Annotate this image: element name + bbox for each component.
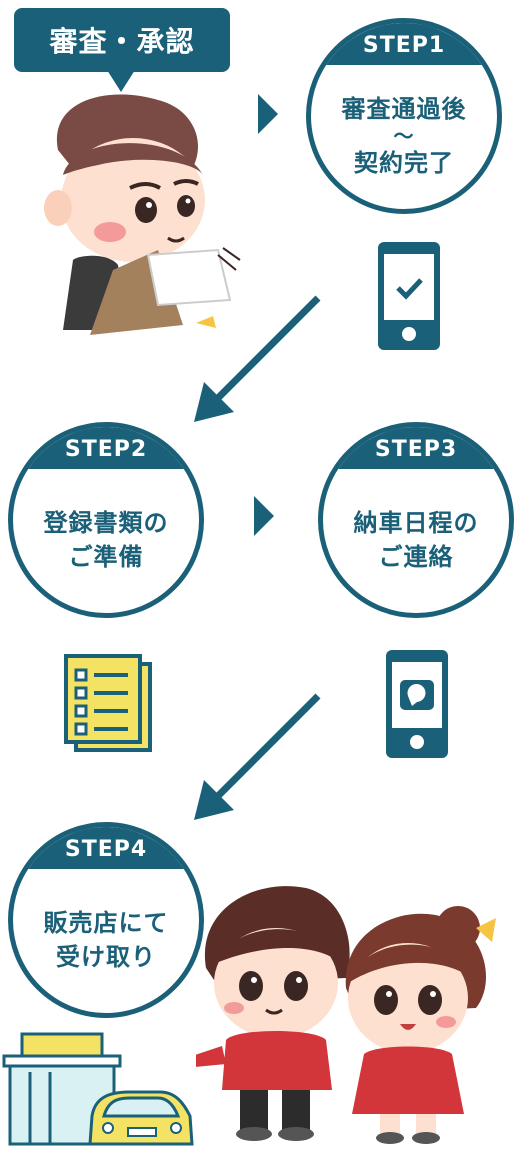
step-3-text: 納車日程の ご連絡 xyxy=(323,475,509,605)
phone-check-icon xyxy=(378,242,440,350)
dealership-car-illustration xyxy=(2,1032,194,1146)
step-1-line2: 契約完了 xyxy=(354,149,454,177)
step-3-tab: STEP3 xyxy=(323,427,509,469)
step-2-line1: 登録書類の xyxy=(43,509,169,537)
step-3-circle: STEP3 納車日程の ご連絡 xyxy=(318,422,514,618)
couple-illustration xyxy=(196,886,496,1144)
step-2-text: 登録書類の ご準備 xyxy=(13,475,199,605)
step-2-circle: STEP2 登録書類の ご準備 xyxy=(8,422,204,618)
diagonal-arrow-icon xyxy=(194,693,321,820)
approval-label: 審査・承認 xyxy=(49,25,195,58)
triangle-arrow-icon xyxy=(258,94,278,134)
step-4-text: 販売店にて 受け取り xyxy=(13,875,199,1005)
businessman-illustration xyxy=(44,94,241,335)
approval-bubble: 審査・承認 xyxy=(14,8,230,72)
document-list-icon xyxy=(64,654,152,752)
diagonal-arrow-icon xyxy=(194,295,321,422)
step-4-line1: 販売店にて xyxy=(43,909,169,937)
step-4-tab: STEP4 xyxy=(13,827,199,869)
step-2-tab: STEP2 xyxy=(13,427,199,469)
triangle-arrow-icon xyxy=(254,496,274,536)
phone-chat-icon xyxy=(386,650,448,758)
step-2-line2: ご準備 xyxy=(68,543,144,571)
step-1-text: 審査通過後 〜 契約完了 xyxy=(311,71,497,201)
step-3-line2: ご連絡 xyxy=(378,543,454,571)
step-3-line1: 納車日程の xyxy=(353,509,479,537)
bubble-tail xyxy=(107,70,135,92)
step-4-line2: 受け取り xyxy=(56,943,156,971)
step-4-circle: STEP4 販売店にて 受け取り xyxy=(8,822,204,1018)
step-1-line1: 審査通過後 xyxy=(341,95,467,123)
step-1-circle: STEP1 審査通過後 〜 契約完了 xyxy=(306,18,502,214)
step-1-tab: STEP1 xyxy=(311,23,497,65)
step-1-mark: 〜 xyxy=(393,124,415,148)
